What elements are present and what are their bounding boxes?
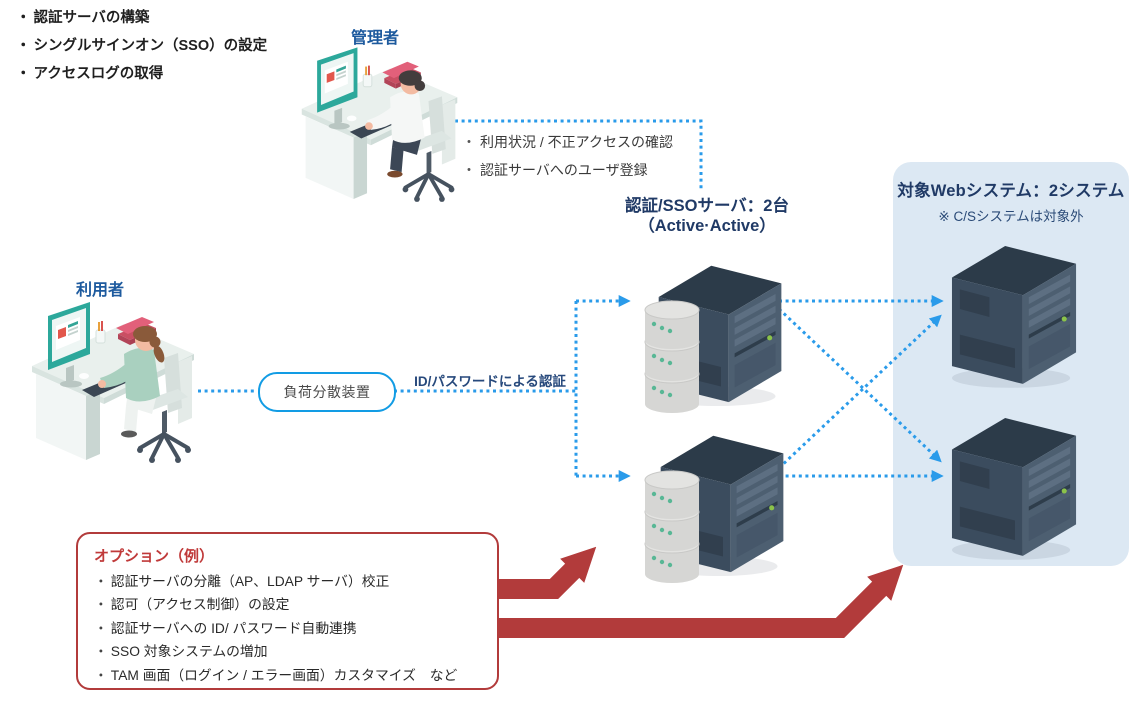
sso-title-line1: 認証/SSOサーバ：2台: [625, 197, 789, 215]
user-desk-illustration: [26, 300, 201, 472]
feature-item: アクセスログの取得: [16, 60, 267, 88]
load-balancer-box: 負荷分散装置: [258, 372, 396, 412]
options-list: 認証サーバの分離（AP、LDAP サーバ）校正 認可（アクセス制御）の設定 認証…: [78, 570, 497, 687]
option-item: 認可（アクセス制御）の設定: [94, 593, 497, 616]
admin-desk-illustration: [296, 44, 464, 212]
options-box: オプション（例） 認証サーバの分離（AP、LDAP サーバ）校正 認可（アクセス…: [76, 532, 499, 690]
feature-item: シングルサインオン（SSO）の設定: [16, 32, 268, 60]
web-panel-note: ※ C/Sシステムは対象外: [938, 209, 1084, 224]
admin-task-list: 利用状況 / 不正アクセスの確認 認証サーバへのユーザ登録: [462, 128, 673, 184]
admin-label: 管理者: [350, 30, 399, 47]
auth-database-1: [639, 296, 705, 414]
user-label: 利用者: [75, 282, 124, 299]
option-item: 認証サーバへの ID/ パスワード自動連携: [94, 617, 497, 640]
auth-flow-label: ID/パスワードによる認証: [414, 374, 566, 389]
admin-task-item: 利用状況 / 不正アクセスの確認: [462, 128, 673, 156]
auth-database-2: [639, 466, 705, 584]
web-server-2: [950, 410, 1080, 560]
option-item: 認証サーバの分離（AP、LDAP サーバ）校正: [94, 570, 497, 593]
web-panel-title: 対象Webシステム：2システム: [897, 182, 1125, 200]
option-arrow-to-auth: [497, 546, 597, 599]
web-server-1: [950, 238, 1080, 388]
feature-item: 認証サーバの構築: [16, 4, 267, 32]
options-title: オプション（例）: [94, 548, 215, 565]
feature-list: 認証サーバの構築 シングルサインオン（SSO）の設定 アクセスログの取得: [16, 4, 268, 88]
sso-servers-title: 認証/SSOサーバ：2台 （Active·Active）: [596, 196, 818, 236]
option-item: TAM 画面（ログイン / エラー画面）カスタマイズ など: [94, 664, 497, 687]
admin-task-item: 認証サーバへのユーザ登録: [462, 156, 673, 184]
sso-title-line2: （Active·Active）: [638, 217, 776, 235]
load-balancer-label: 負荷分散装置: [283, 384, 371, 400]
option-item: SSO 対象システムの増加: [94, 640, 497, 663]
option-arrow-to-web: [497, 564, 904, 638]
